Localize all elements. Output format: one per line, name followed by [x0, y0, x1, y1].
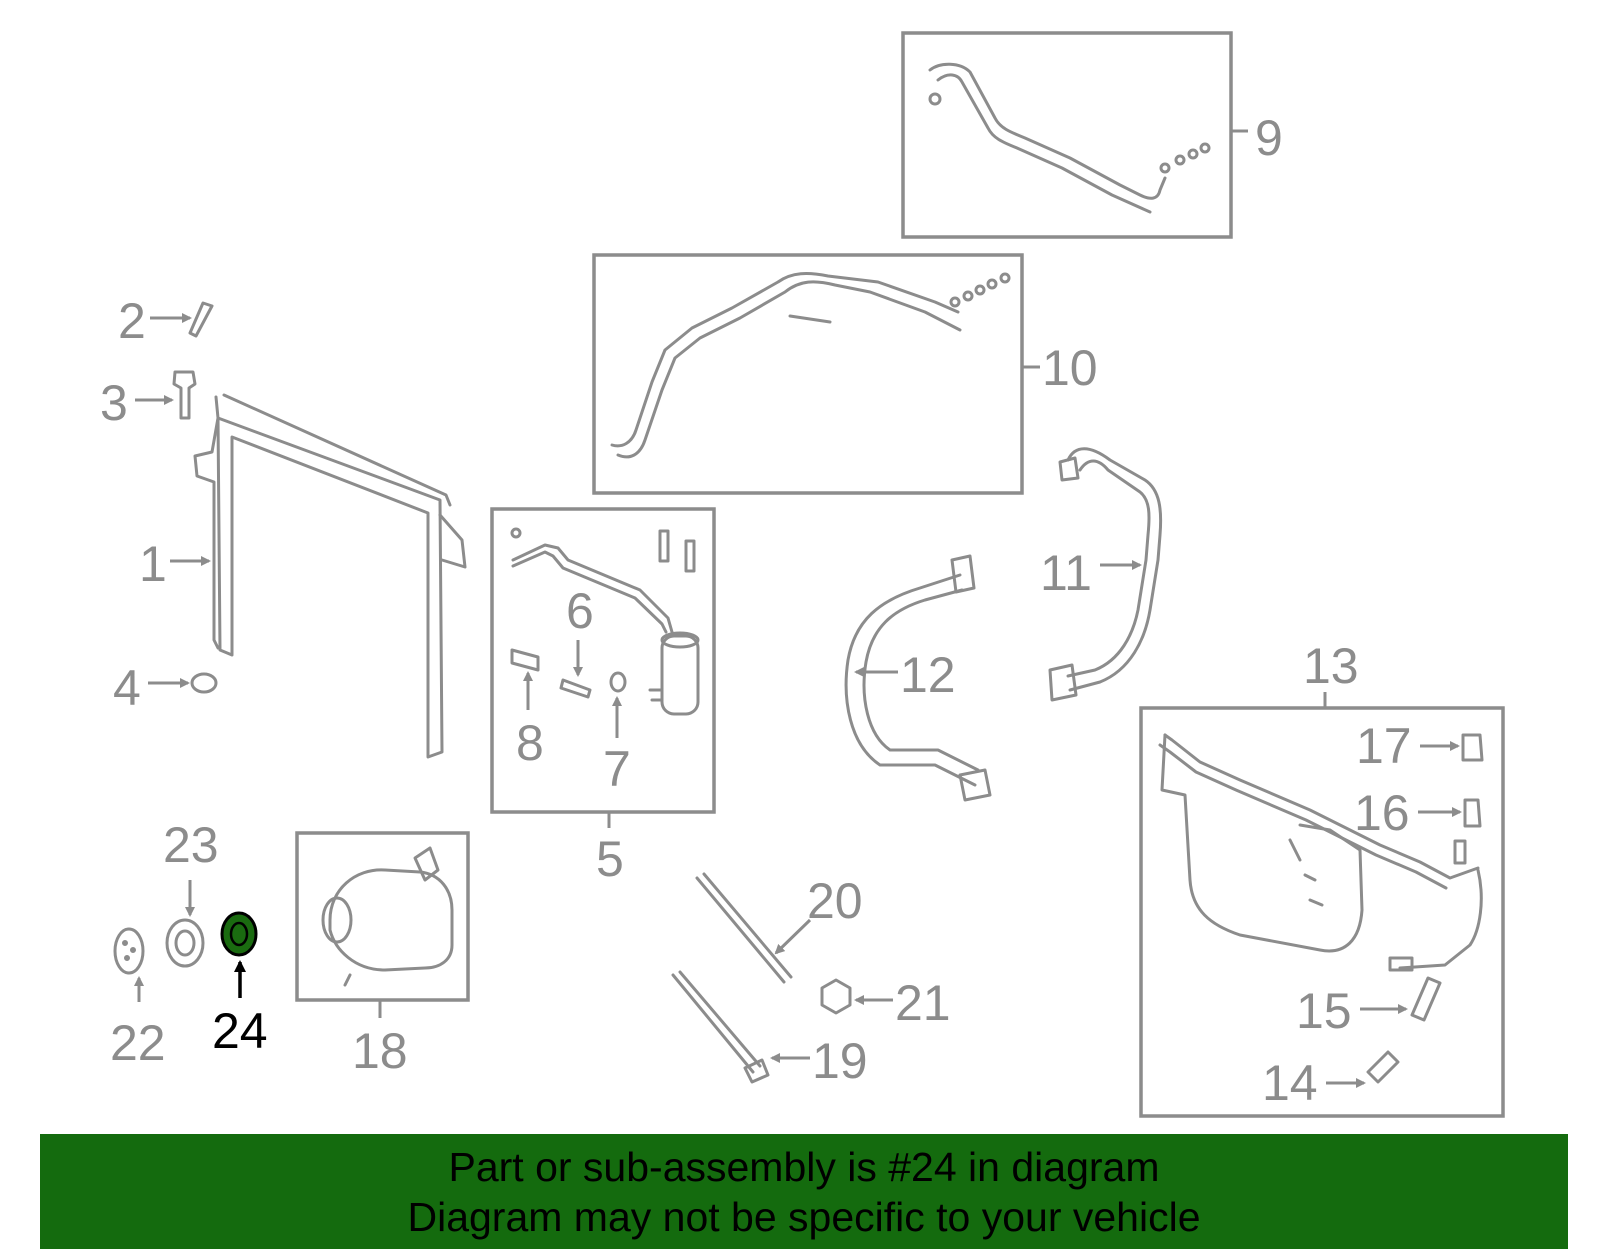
- part-24-seal: [220, 911, 258, 957]
- leader-20: [774, 918, 812, 955]
- part-21-nut: [820, 978, 852, 1015]
- banner-line-1: Part or sub-assembly is #24 in diagram: [448, 1143, 1160, 1190]
- part-21-group: 21: [820, 975, 951, 1031]
- part-11-hose: [1066, 447, 1163, 692]
- part-3-bolt: [172, 370, 197, 420]
- part-23-group: 23: [163, 817, 219, 968]
- callout-18: 18: [352, 1023, 408, 1079]
- part-12-hose: [844, 573, 977, 787]
- callout-13: 13: [1303, 638, 1359, 694]
- callout-2: 2: [118, 293, 146, 349]
- callout-19: 19: [812, 1033, 868, 1089]
- part-13-box: [1139, 706, 1505, 1118]
- callout-20: 20: [807, 873, 863, 929]
- part-5-drier: [660, 634, 700, 716]
- part-1-condenser: 1: [139, 393, 467, 759]
- part-4-oring: [190, 672, 218, 694]
- callout-7: 7: [603, 741, 631, 797]
- callout-16: 16: [1354, 785, 1410, 841]
- part-20-group: 20: [695, 872, 863, 984]
- callout-24: 24: [212, 1003, 268, 1059]
- callout-1: 1: [139, 536, 167, 592]
- part-18-compressor: [328, 868, 454, 972]
- part-5-box: [490, 507, 716, 814]
- callout-17: 17: [1356, 718, 1412, 774]
- callout-22: 22: [110, 1015, 166, 1071]
- part-4-group: 4: [113, 660, 218, 716]
- part-22-group: 22: [110, 927, 166, 1071]
- callout-15: 15: [1296, 983, 1352, 1039]
- callout-3: 3: [100, 375, 128, 431]
- callout-6: 6: [566, 583, 594, 639]
- callout-10: 10: [1042, 340, 1098, 396]
- part-19-stud: [671, 970, 762, 1074]
- part-16-valve: [1463, 798, 1482, 828]
- part-2-group: 2: [118, 293, 214, 349]
- callout-9: 9: [1255, 110, 1283, 166]
- part-9-group: 9: [901, 31, 1283, 239]
- part-10-group: 10: [592, 253, 1098, 495]
- part-2-bracket: [188, 301, 214, 338]
- part-23-pulley: [165, 918, 205, 968]
- part-13-lines: [1163, 733, 1480, 880]
- part-14-switch: [1366, 1050, 1400, 1084]
- part-5-group: 6 7 8 5: [490, 507, 716, 887]
- part-15-group: 15: [1296, 976, 1442, 1039]
- part-11-group: 11: [1040, 447, 1163, 702]
- part-19-group: 19: [671, 970, 868, 1089]
- part-10-box: [592, 253, 1024, 495]
- part-9-hose: [928, 62, 1167, 200]
- part-17-cap: [1461, 733, 1484, 762]
- callout-11: 11: [1040, 545, 1092, 601]
- part-3-group: 3: [100, 370, 197, 431]
- part-9-box: [901, 31, 1233, 239]
- callout-5: 5: [596, 831, 624, 887]
- part-20-stud: [695, 872, 793, 984]
- part-17-group: 17: [1356, 718, 1484, 774]
- part-15-valve: [1410, 976, 1442, 1022]
- callout-23: 23: [163, 817, 219, 873]
- part-10-hose: [616, 280, 962, 459]
- part-24-group: 24: [212, 911, 268, 1059]
- part-18-box: [295, 831, 470, 1002]
- part-18-group: 18: [295, 831, 470, 1079]
- part-22-hub: [113, 927, 145, 975]
- callout-4: 4: [113, 660, 141, 716]
- banner-line-2: Diagram may not be specific to your vehi…: [407, 1193, 1201, 1240]
- part-14-group: 14: [1262, 1050, 1400, 1111]
- callout-12: 12: [900, 647, 956, 703]
- callout-21: 21: [895, 975, 951, 1031]
- callout-14: 14: [1262, 1055, 1318, 1111]
- callout-8: 8: [516, 715, 544, 771]
- info-banner: Part or sub-assembly is #24 in diagram D…: [40, 1134, 1568, 1249]
- part-16-group: 16: [1354, 785, 1482, 841]
- part-12-group: 12: [844, 554, 992, 802]
- part-13-group: 13: [1139, 638, 1505, 1118]
